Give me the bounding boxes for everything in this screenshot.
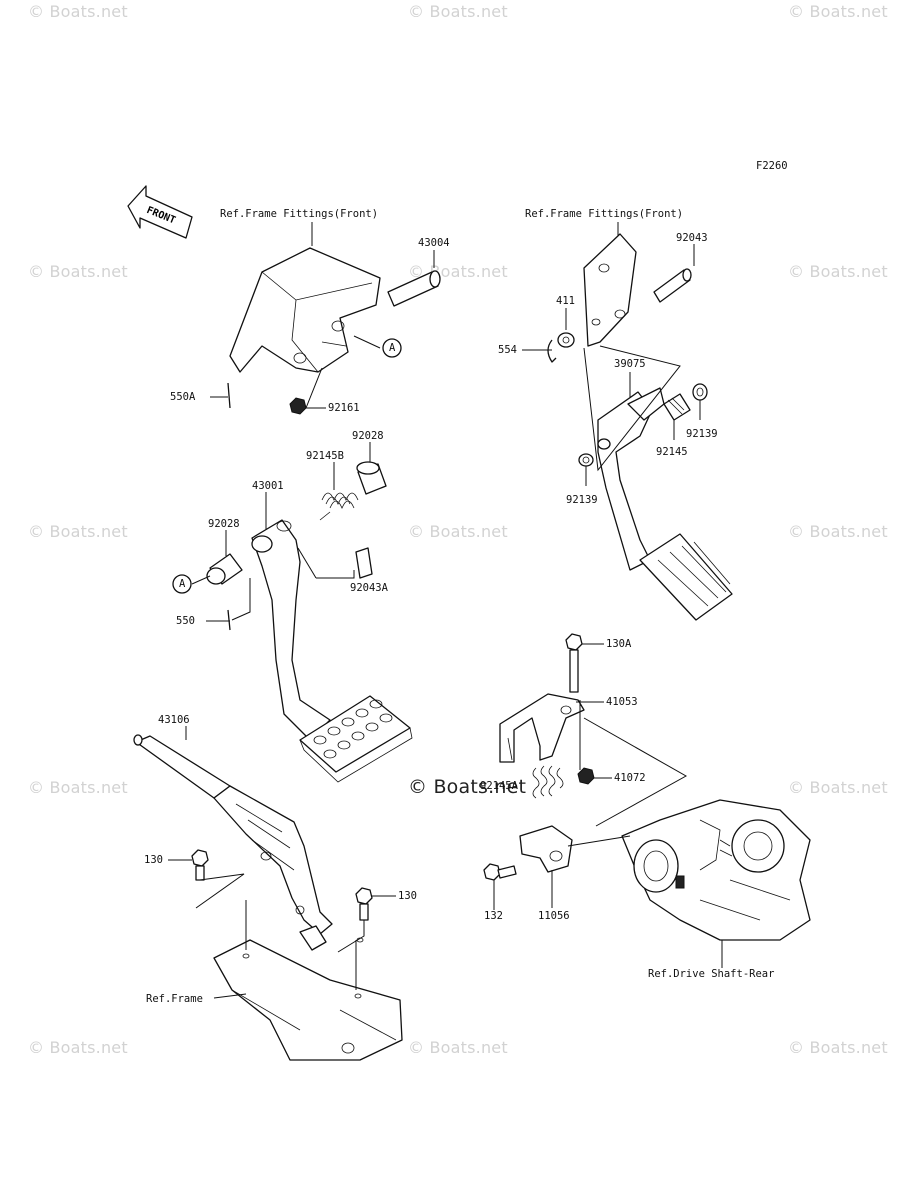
- part-130-bolt-right: [355, 887, 373, 921]
- brake-pedal-pad: [299, 695, 413, 783]
- part-label-92139-right: 92139: [686, 428, 718, 440]
- part-label-92139-left: 92139: [566, 494, 598, 506]
- part-label-92145: 92145: [656, 446, 688, 458]
- part-label-41072: 41072: [614, 772, 646, 784]
- part-92145a-spring: [532, 765, 564, 799]
- part-label-130a: 130A: [606, 638, 632, 650]
- part-92028-bushing-top: [356, 461, 387, 495]
- part-92139-bushing-right: [692, 383, 708, 401]
- throttle-bracket: [583, 233, 637, 347]
- callout-a-upper: A: [389, 342, 396, 354]
- watermark: © Boats.net: [408, 2, 508, 21]
- ref-frame-fittings-right: Ref.Frame Fittings(Front): [525, 208, 684, 220]
- watermark: © Boats.net: [408, 1038, 508, 1057]
- part-label-92145a: 92145A: [480, 780, 518, 792]
- frame-section: [213, 937, 403, 1061]
- callout-circle-icon: [382, 338, 402, 358]
- watermark: © Boats.net: [788, 2, 888, 21]
- part-label-130-left: 130: [144, 854, 163, 866]
- parking-brake-lever-43106: [133, 734, 333, 951]
- part-label-92043: 92043: [676, 232, 708, 244]
- front-arrow-icon: FRONT: [127, 185, 193, 239]
- watermark: © Boats.net: [788, 778, 888, 797]
- pedal-bracket-left: [229, 247, 381, 373]
- part-label-554: 554: [498, 344, 517, 356]
- part-132-bolt: [483, 863, 517, 881]
- watermark: © Boats.net: [788, 262, 888, 281]
- part-label-39075: 39075: [614, 358, 646, 370]
- part-label-92028-top: 92028: [352, 430, 384, 442]
- bracket-41053: [499, 693, 585, 763]
- part-92139-bushing-left: [578, 438, 611, 467]
- ref-frame: Ref.Frame: [146, 993, 203, 1005]
- part-label-411: 411: [556, 295, 575, 307]
- part-550-cotter: [227, 609, 231, 631]
- part-label-92161: 92161: [328, 402, 360, 414]
- watermark: © Boats.net: [28, 522, 128, 541]
- watermark: © Boats.net: [788, 1038, 888, 1057]
- callout-circle-icon: [172, 574, 192, 594]
- part-label-130-right: 130: [398, 890, 417, 902]
- watermark: © Boats.net: [28, 262, 128, 281]
- watermark-center: © Boats.net: [408, 776, 527, 798]
- part-label-11056: 11056: [538, 910, 570, 922]
- part-411-washer: [557, 332, 575, 348]
- part-label-92043a: 92043A: [350, 582, 388, 594]
- part-550a: [227, 382, 231, 409]
- part-92043a-pin: [355, 547, 373, 579]
- part-92161-nut: [289, 397, 307, 415]
- callout-a-lower: A: [179, 578, 186, 590]
- part-554-clip: [547, 339, 557, 363]
- part-label-41053: 41053: [606, 696, 638, 708]
- part-label-92145b: 92145B: [306, 450, 344, 462]
- part-92043-pin: [653, 268, 692, 303]
- throttle-pedal-pad: [639, 533, 733, 621]
- part-label-43106: 43106: [158, 714, 190, 726]
- watermark: © Boats.net: [408, 522, 508, 541]
- part-43004-pin: [387, 270, 441, 307]
- part-41072-nut: [577, 767, 595, 785]
- part-130-bolt-left: [191, 849, 209, 881]
- part-label-43001: 43001: [252, 480, 284, 492]
- bracket-11056: [519, 825, 573, 873]
- watermark: © Boats.net: [28, 2, 128, 21]
- part-label-550: 550: [176, 615, 195, 627]
- watermark: © Boats.net: [28, 778, 128, 797]
- part-92145b-spring: [319, 492, 359, 521]
- part-92028-bushing-left: [206, 553, 243, 585]
- throttle-pedal-39075: [597, 387, 665, 571]
- part-label-92028-left: 92028: [208, 518, 240, 530]
- ref-drive-shaft: Ref.Drive Shaft-Rear: [648, 968, 775, 980]
- part-label-132: 132: [484, 910, 503, 922]
- part-label-43004: 43004: [418, 237, 450, 249]
- figure-code: F2260: [756, 160, 788, 172]
- watermark: © Boats.net: [28, 1038, 128, 1057]
- part-92145-spring: [663, 393, 691, 421]
- part-label-550a: 550A: [170, 391, 196, 403]
- drive-shaft-housing: [621, 799, 811, 941]
- part-130a-bolt: [565, 633, 583, 693]
- watermark: © Boats.net: [788, 522, 888, 541]
- brake-pedal-43001: [251, 519, 331, 741]
- ref-frame-fittings-left: Ref.Frame Fittings(Front): [220, 208, 379, 220]
